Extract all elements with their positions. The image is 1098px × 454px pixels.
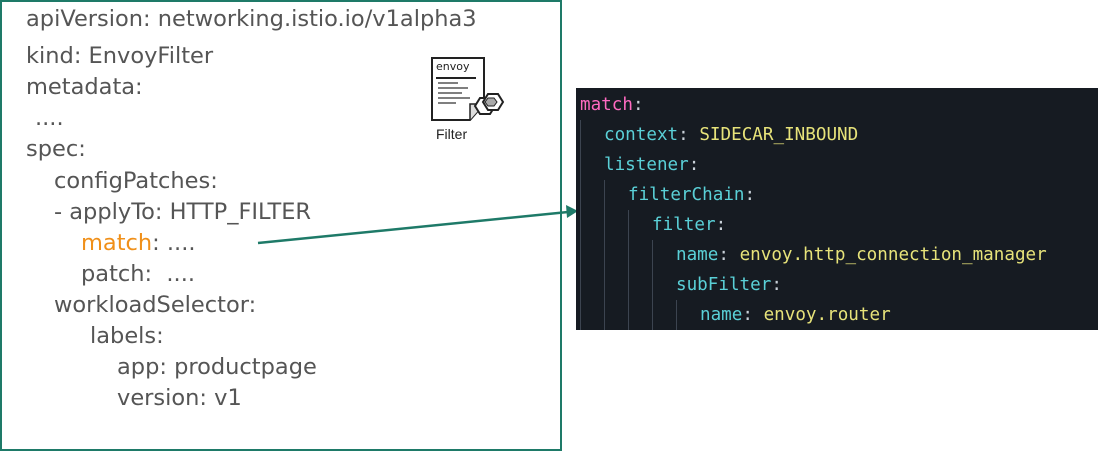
yaml-line-metadata: metadata: — [26, 74, 143, 100]
yaml-line-match: match: .... — [81, 228, 196, 259]
indent-guide — [676, 300, 677, 330]
code-line-filter: filter: — [652, 215, 727, 235]
match-highlight: match — [81, 230, 153, 256]
yaml-line-kind: kind: EnvoyFilter — [26, 43, 214, 69]
icon-caption: Filter — [436, 126, 468, 142]
yaml-line-spec: spec: — [26, 136, 86, 162]
code-panel: match: context: SIDECAR_INBOUND listener… — [576, 88, 1098, 330]
code-line-context: context: SIDECAR_INBOUND — [604, 125, 859, 145]
code-line-subfilter-name: name: envoy.router — [700, 305, 891, 325]
code-line-match: match: — [580, 95, 644, 115]
code-line-subfilter: subFilter: — [676, 275, 782, 295]
yaml-line-applyto: - applyTo: HTTP_FILTER — [54, 199, 312, 225]
code-line-name: name: envoy.http_connection_manager — [676, 245, 1047, 265]
envoy-filter-icon: envoy — [418, 54, 508, 144]
indent-guide — [580, 120, 581, 330]
match-value: : .... — [152, 230, 196, 256]
indent-guide — [628, 210, 629, 330]
yaml-line-configpatches: configPatches: — [54, 168, 218, 194]
yaml-line-apiversion: apiVersion: networking.istio.io/v1alpha3 — [26, 6, 477, 32]
yaml-line-labels: labels: — [90, 323, 164, 349]
yaml-line-app: app: productpage — [117, 354, 317, 380]
yaml-line-workloadselector: workloadSelector: — [54, 292, 257, 318]
yaml-line-patch: patch: .... — [81, 261, 196, 287]
yaml-line-ellipsis: .... — [35, 105, 64, 131]
indent-guide — [652, 240, 653, 330]
code-line-filterchain: filterChain: — [628, 185, 756, 205]
yaml-line-version: version: v1 — [117, 385, 242, 411]
envoy-doc-label: envoy — [436, 60, 470, 73]
code-line-listener: listener: — [604, 155, 700, 175]
indent-guide — [604, 180, 605, 330]
